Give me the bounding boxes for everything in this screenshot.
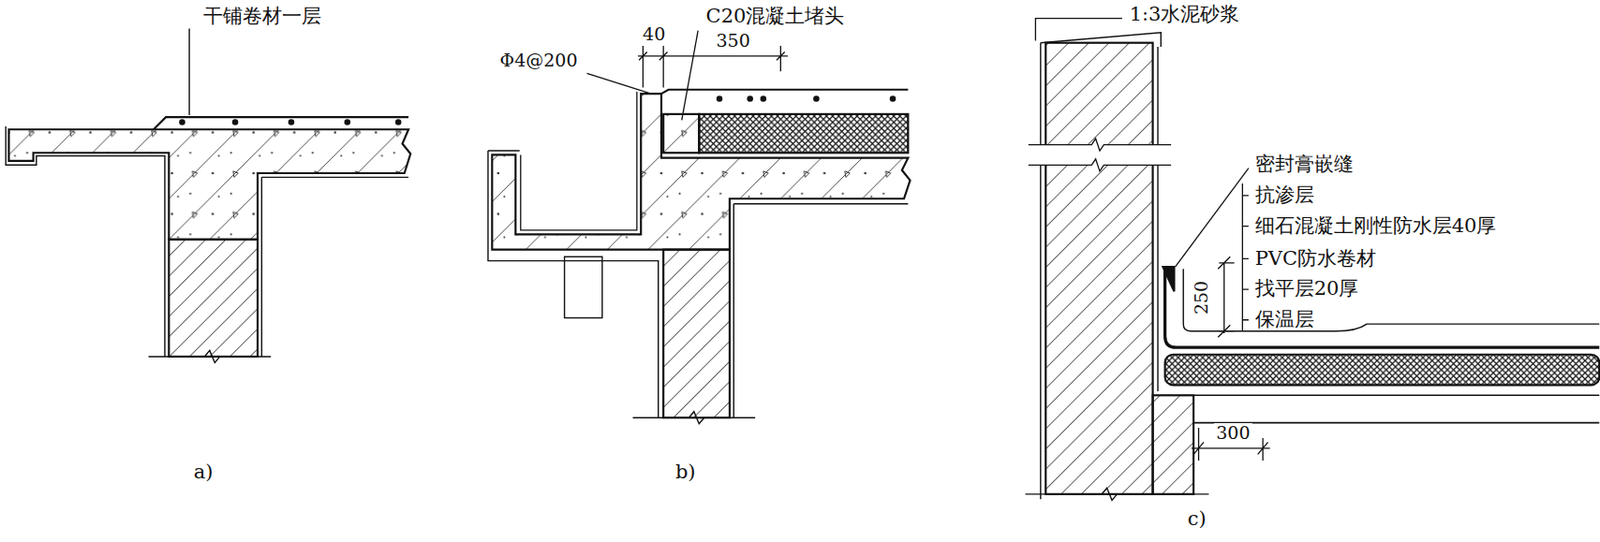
figure-c: [1025, 18, 1600, 502]
callout-label: C20混凝土堵头: [704, 4, 847, 28]
callout-label: b): [673, 460, 698, 484]
figure-a: [5, 28, 411, 363]
callout-label: 干铺卷材一层: [201, 4, 324, 28]
callout-label: 保温层: [1253, 308, 1317, 331]
callout-label: PVC防水卷材: [1253, 247, 1378, 270]
callout-label: 密封膏嵌缝: [1253, 152, 1356, 176]
dimension-text: Φ4@200: [498, 50, 580, 72]
callout-label: a): [192, 460, 216, 484]
callout-label: c): [1185, 507, 1209, 531]
dimension-text: 300: [1214, 423, 1252, 445]
dimension-text: 250: [1191, 279, 1213, 317]
callout-label: 找平层20厚: [1253, 277, 1362, 300]
callout-label: 1:3水泥砂浆: [1127, 2, 1243, 26]
figure-b: [488, 30, 911, 425]
callout-label: 细石混凝土刚性防水层40厚: [1253, 214, 1499, 238]
dimension-text: 40: [640, 24, 667, 45]
dimension-text: 350: [714, 30, 753, 52]
callout-label: 抗渗层: [1253, 183, 1317, 207]
